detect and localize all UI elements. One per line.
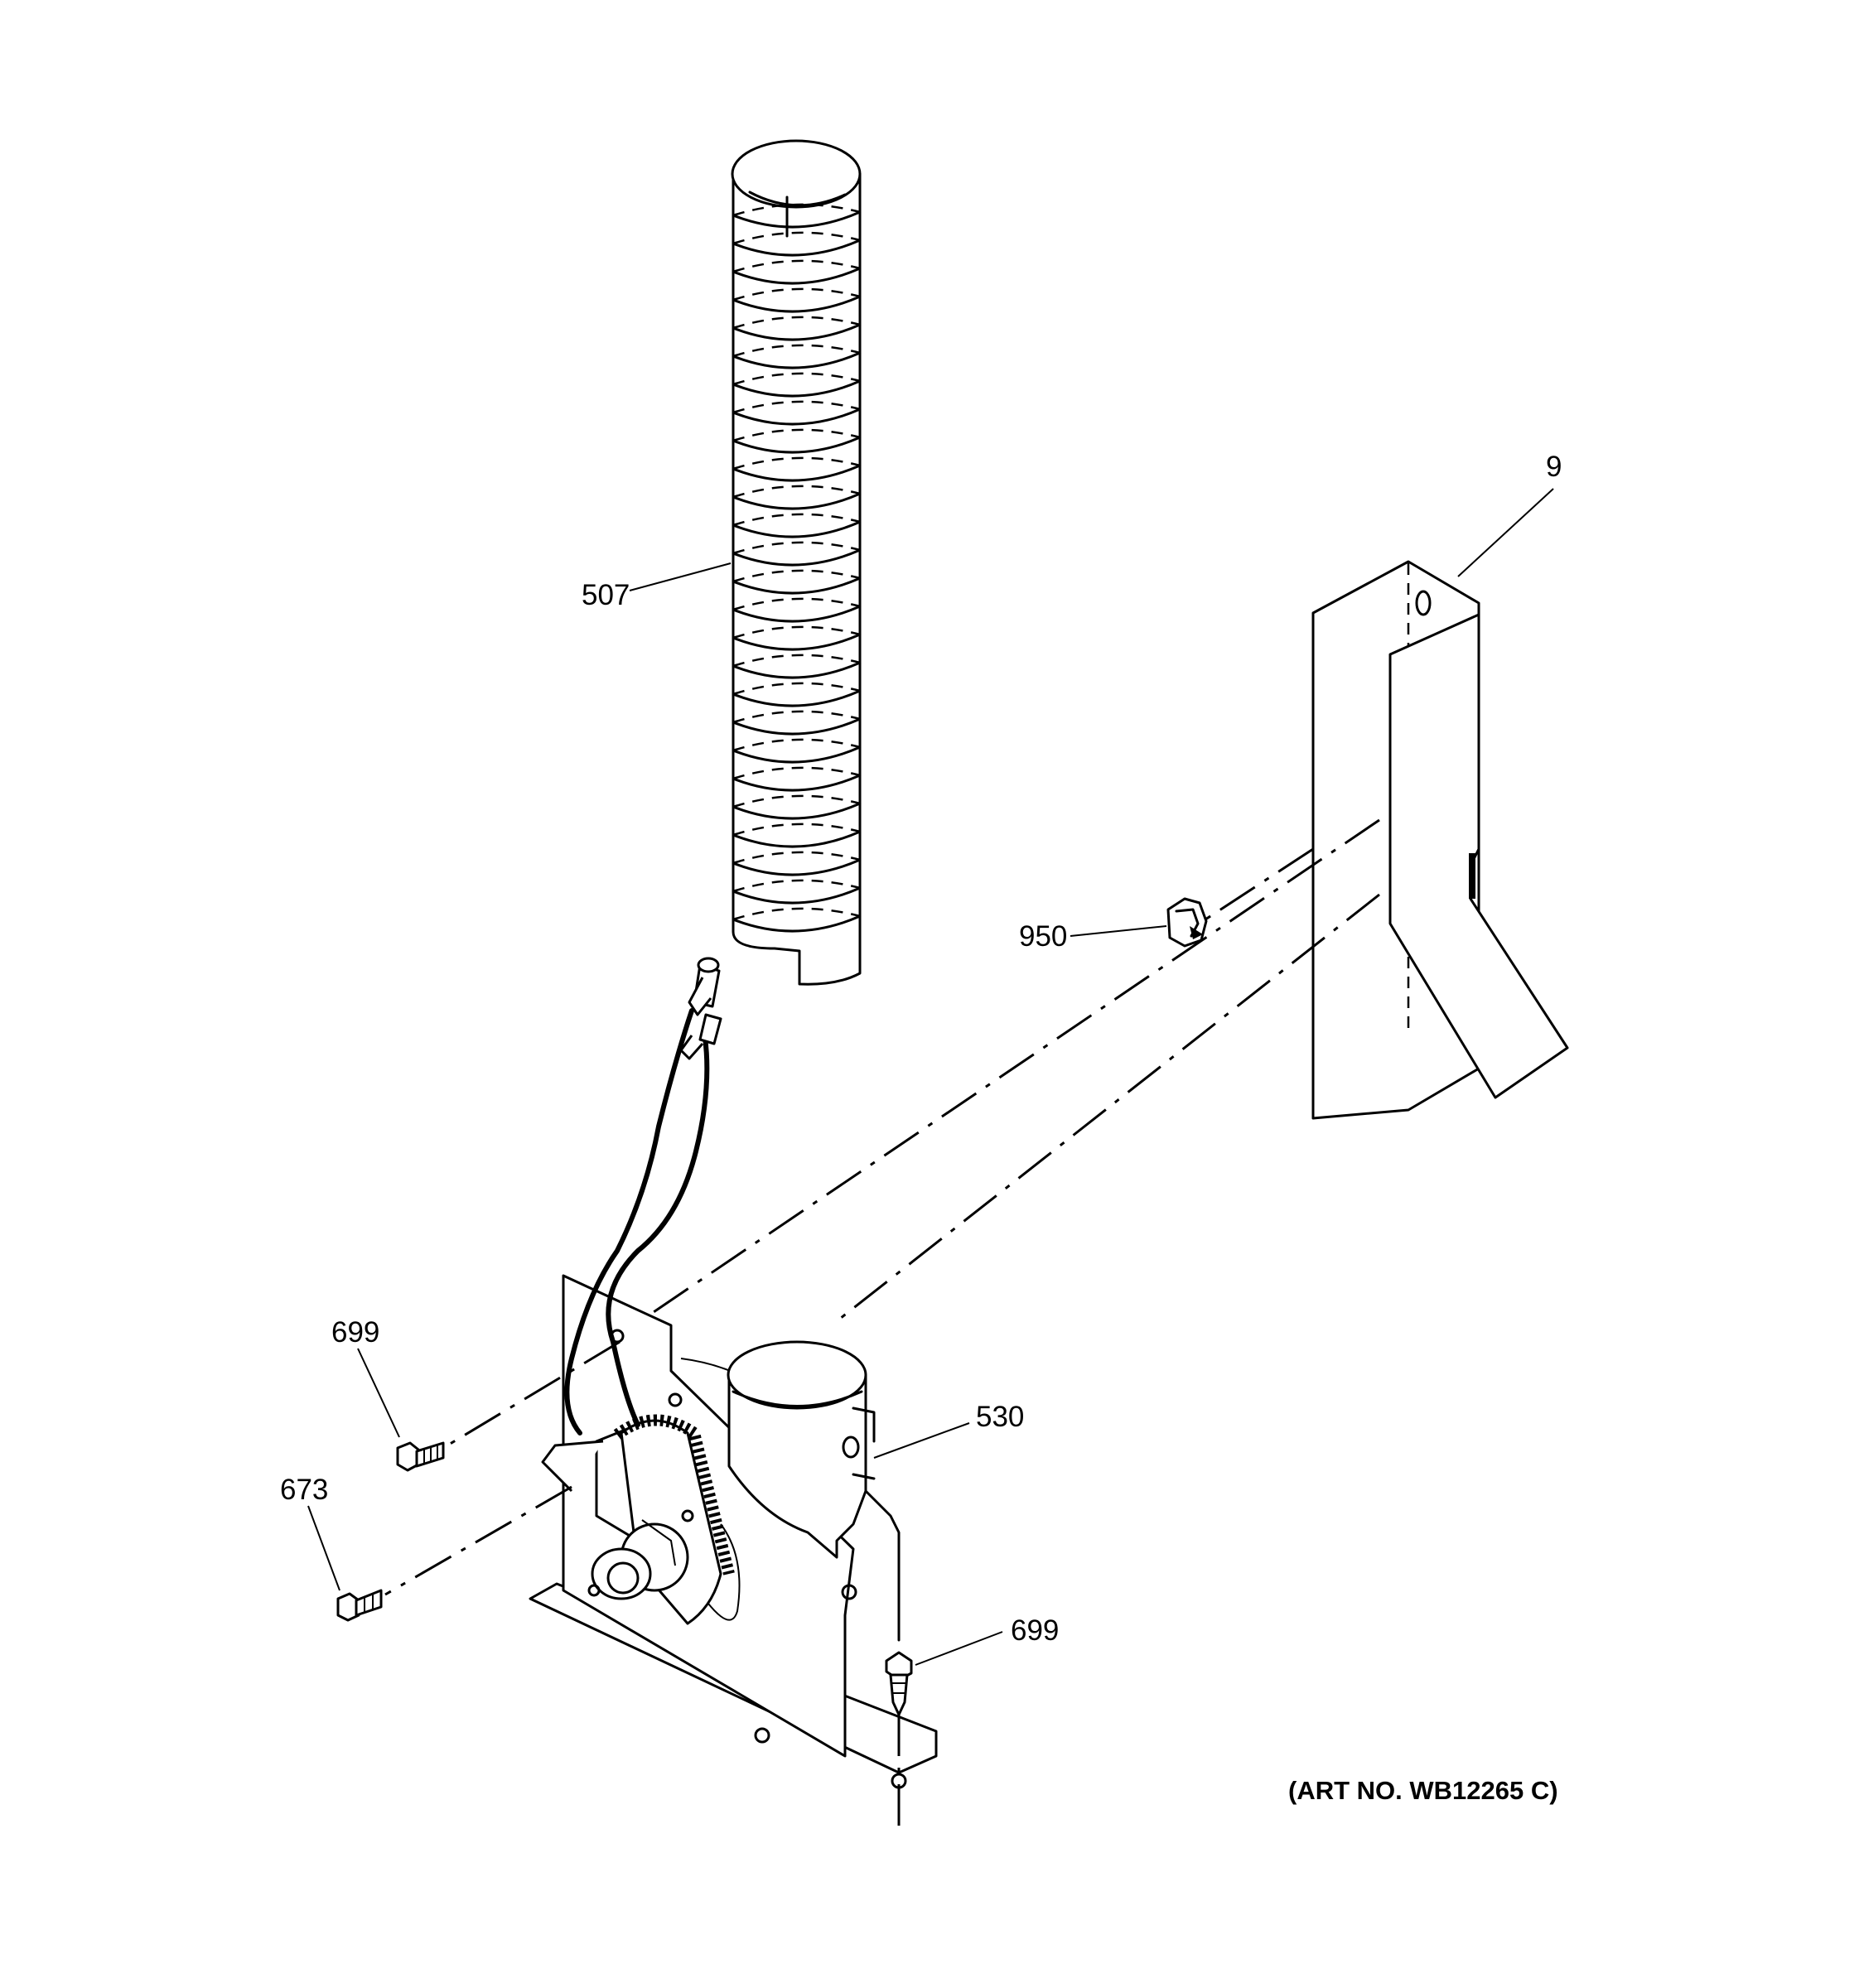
leader-lines [307, 488, 1554, 1666]
drive-belt-and-pulley [541, 1414, 735, 1625]
callout-9: 9 [1546, 451, 1562, 483]
duct-ring-back [732, 879, 861, 893]
motor-mounting-plate [529, 1274, 938, 1789]
duct-ring [732, 717, 862, 736]
duct-ring-back [732, 372, 861, 386]
duct-ring [732, 605, 862, 623]
duct-ring-back [732, 738, 861, 752]
assembly-lines [384, 818, 1380, 1831]
screw-673[interactable] [336, 1589, 383, 1622]
duct-ring-back [732, 287, 861, 302]
duct-ring [732, 379, 862, 398]
duct-ring [732, 323, 862, 341]
duct-ring-back [732, 851, 861, 865]
callout-699-upper: 699 [331, 1316, 379, 1349]
callout-530: 530 [976, 1401, 1024, 1433]
duct-ring-back [732, 344, 861, 358]
duct-ring [732, 210, 862, 229]
flexible-duct-507[interactable] [731, 139, 862, 986]
duct-ring [732, 661, 862, 679]
blower-housing-530[interactable] [727, 1340, 901, 1642]
duct-ring [732, 802, 862, 820]
duct-ring [732, 267, 862, 285]
callout-950: 950 [1019, 920, 1067, 953]
duct-ring [732, 886, 862, 905]
duct-ring [732, 577, 862, 595]
callout-673: 673 [280, 1474, 328, 1506]
duct-ring-back [732, 259, 861, 273]
duct-ring-back [732, 654, 861, 668]
duct-ring [732, 689, 862, 707]
duct-ring-back [732, 485, 861, 499]
duct-ring-back [732, 907, 861, 921]
duct-ring-back [732, 766, 861, 780]
callout-699-bottom: 699 [1011, 1614, 1059, 1647]
wire-connector-lower [679, 1013, 722, 1060]
duct-ring-back [732, 794, 861, 808]
duct-ring-back [732, 513, 861, 527]
clip-950[interactable] [1166, 897, 1208, 948]
duct-ring-back [732, 569, 861, 583]
duct-ring-back [732, 682, 861, 696]
duct-ring [732, 436, 862, 454]
duct-ring-back [732, 428, 861, 442]
duct-ring [732, 408, 862, 426]
duct-ring [732, 492, 862, 510]
duct-ring [732, 774, 862, 792]
callout-507: 507 [582, 579, 630, 611]
duct-ring [732, 239, 862, 257]
wiring-harness [564, 957, 722, 1436]
duct-ring [732, 858, 862, 876]
duct-ring-back [732, 541, 861, 555]
duct-ring-back [732, 597, 861, 611]
duct-ring [732, 633, 862, 651]
wire-connector-upper [688, 957, 721, 1016]
art-number: (ART NO. WB12265 C) [1288, 1776, 1558, 1805]
duct-ring-back [732, 203, 861, 217]
duct-ring [732, 295, 862, 313]
duct-ring [732, 351, 862, 369]
duct-ring [732, 830, 862, 848]
duct-ring-back [732, 823, 861, 837]
duct-ring [732, 548, 862, 567]
screw-699-upper[interactable] [396, 1441, 445, 1472]
duct-ring [732, 520, 862, 538]
duct-ring [732, 746, 862, 764]
duct-ring-back [732, 316, 861, 330]
duct-ring-back [732, 625, 861, 639]
duct-ring-back [732, 231, 861, 245]
vent-bracket-9[interactable] [1311, 560, 1569, 1120]
duct-ring-back [732, 710, 861, 724]
duct-ring [732, 464, 862, 482]
duct-ring [732, 914, 862, 933]
screw-699-bottom[interactable] [885, 1651, 913, 1716]
duct-ring-back [732, 456, 861, 470]
duct-ring-back [732, 400, 861, 414]
